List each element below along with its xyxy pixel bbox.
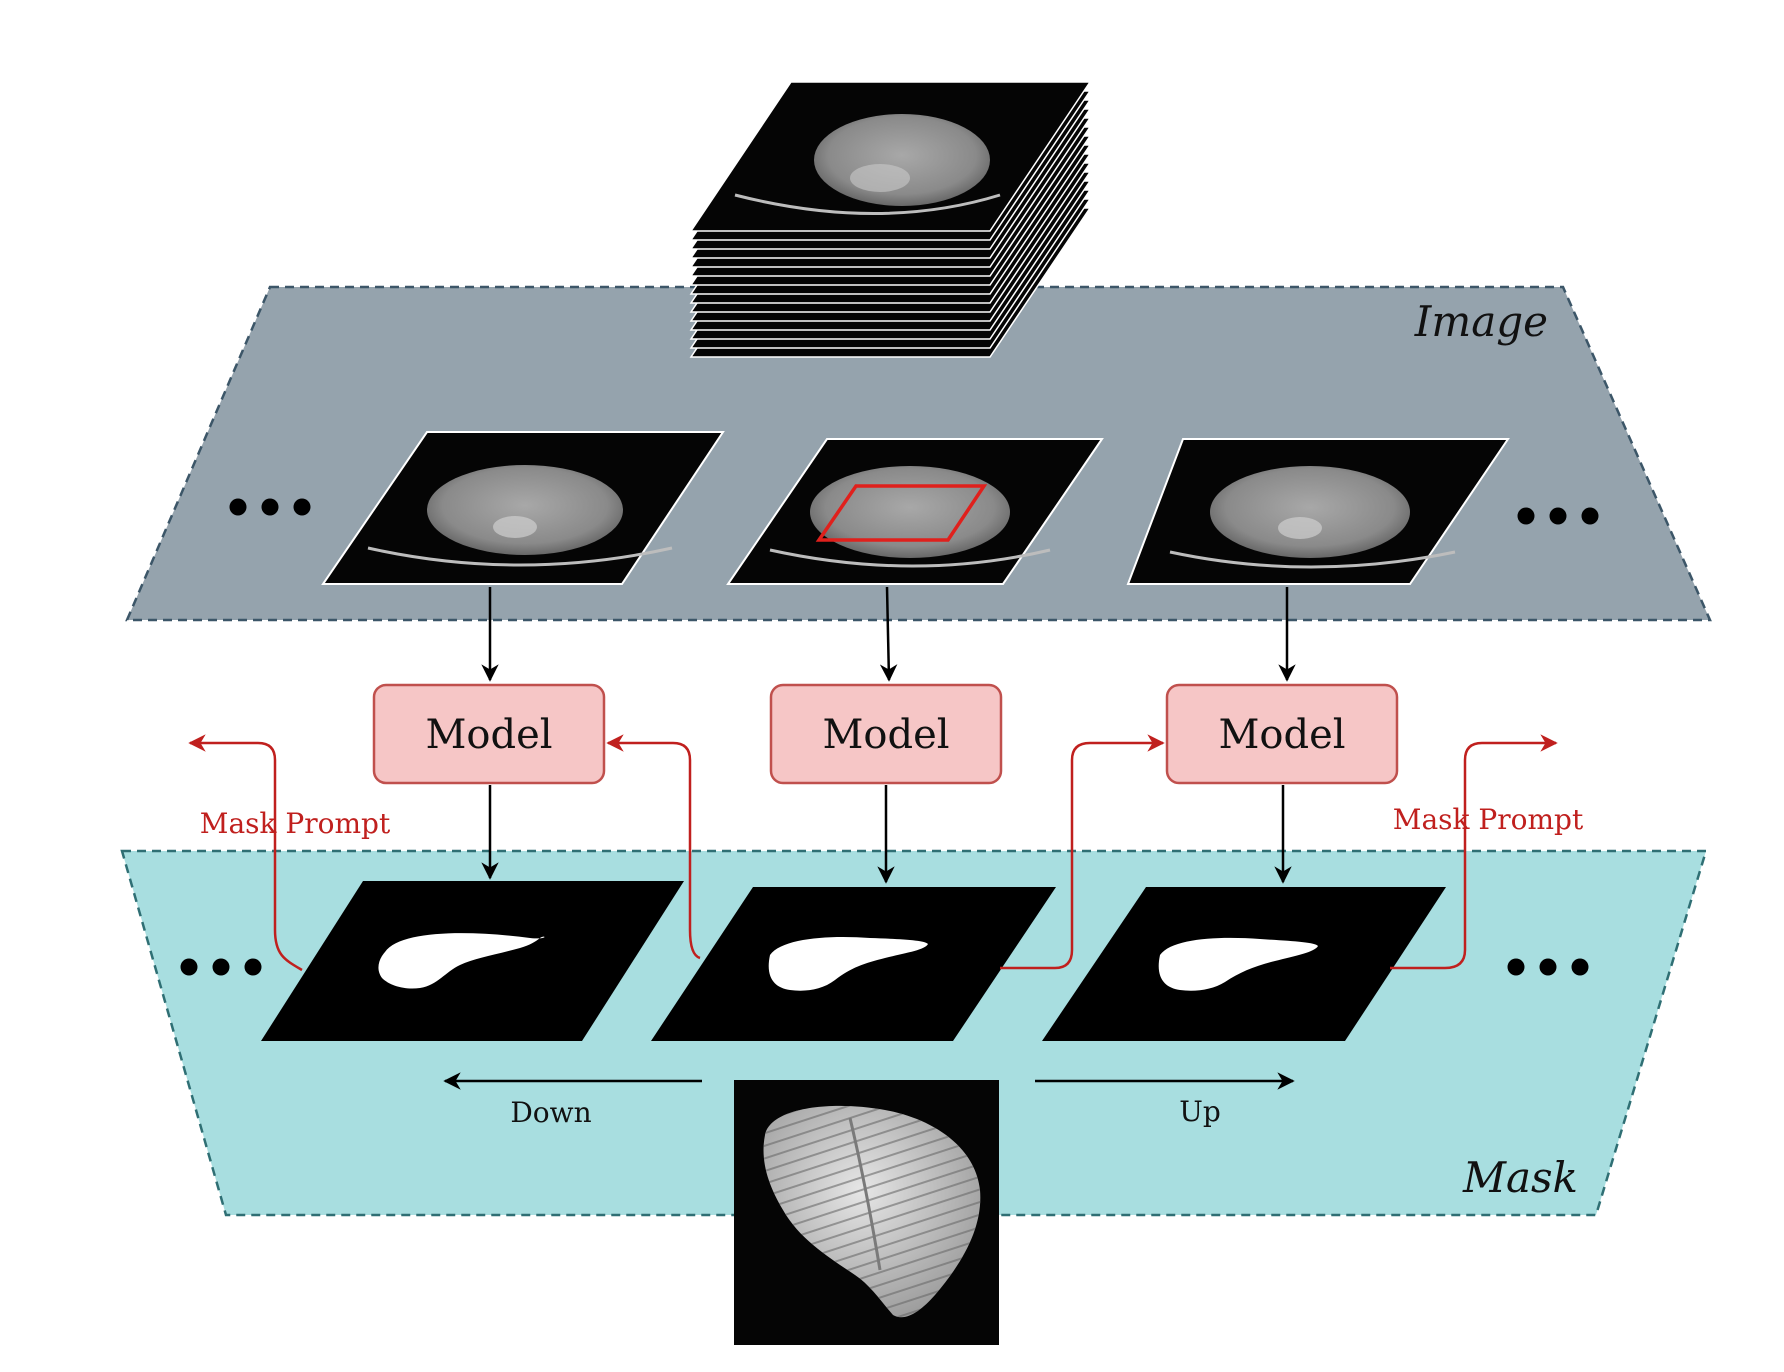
liver-mask-right xyxy=(1158,937,1318,991)
mask-prompt-label-right: Mask Prompt xyxy=(1393,803,1584,836)
model-label-left: Model xyxy=(425,712,552,758)
ellipsis-image-left xyxy=(229,498,311,516)
direction-down-label: Down xyxy=(510,1096,591,1129)
prompt-arrow-right-out xyxy=(1390,734,1558,970)
arrow-image-to-model-center xyxy=(879,586,898,682)
image-plane-label: Image xyxy=(1414,297,1548,346)
ellipsis-mask-left xyxy=(180,958,262,976)
ellipsis-mask-right xyxy=(1507,958,1589,976)
ellipsis-image-right xyxy=(1517,507,1599,525)
image-slice-left xyxy=(321,431,725,585)
liver-3d-volume xyxy=(734,1080,999,1345)
image-slice-center xyxy=(726,438,1104,585)
mask-slice-right xyxy=(1042,887,1446,1041)
model-box-left: Model xyxy=(372,683,606,785)
mask-slice-center xyxy=(651,887,1056,1041)
direction-up-label: Up xyxy=(1179,1095,1221,1128)
image-slice-right xyxy=(1126,438,1510,585)
mask-plane-label: Mask xyxy=(1462,1153,1578,1202)
model-box-center: Model xyxy=(769,683,1003,785)
prompt-arrow-center-to-left xyxy=(606,734,701,960)
model-label-center: Model xyxy=(822,712,949,758)
mask-prompt-label-left: Mask Prompt xyxy=(200,807,391,840)
mask-slice-left xyxy=(261,881,684,1041)
liver-mask-left xyxy=(378,933,545,989)
bounding-box-prompt xyxy=(815,484,988,542)
prompt-arrow-center-to-right xyxy=(1000,734,1165,970)
liver-mask-center xyxy=(768,936,928,991)
prompt-arrow-left-out xyxy=(188,734,303,972)
ct-volume-stack xyxy=(689,81,1092,358)
model-label-right: Model xyxy=(1218,712,1345,758)
model-box-right: Model xyxy=(1165,683,1399,785)
